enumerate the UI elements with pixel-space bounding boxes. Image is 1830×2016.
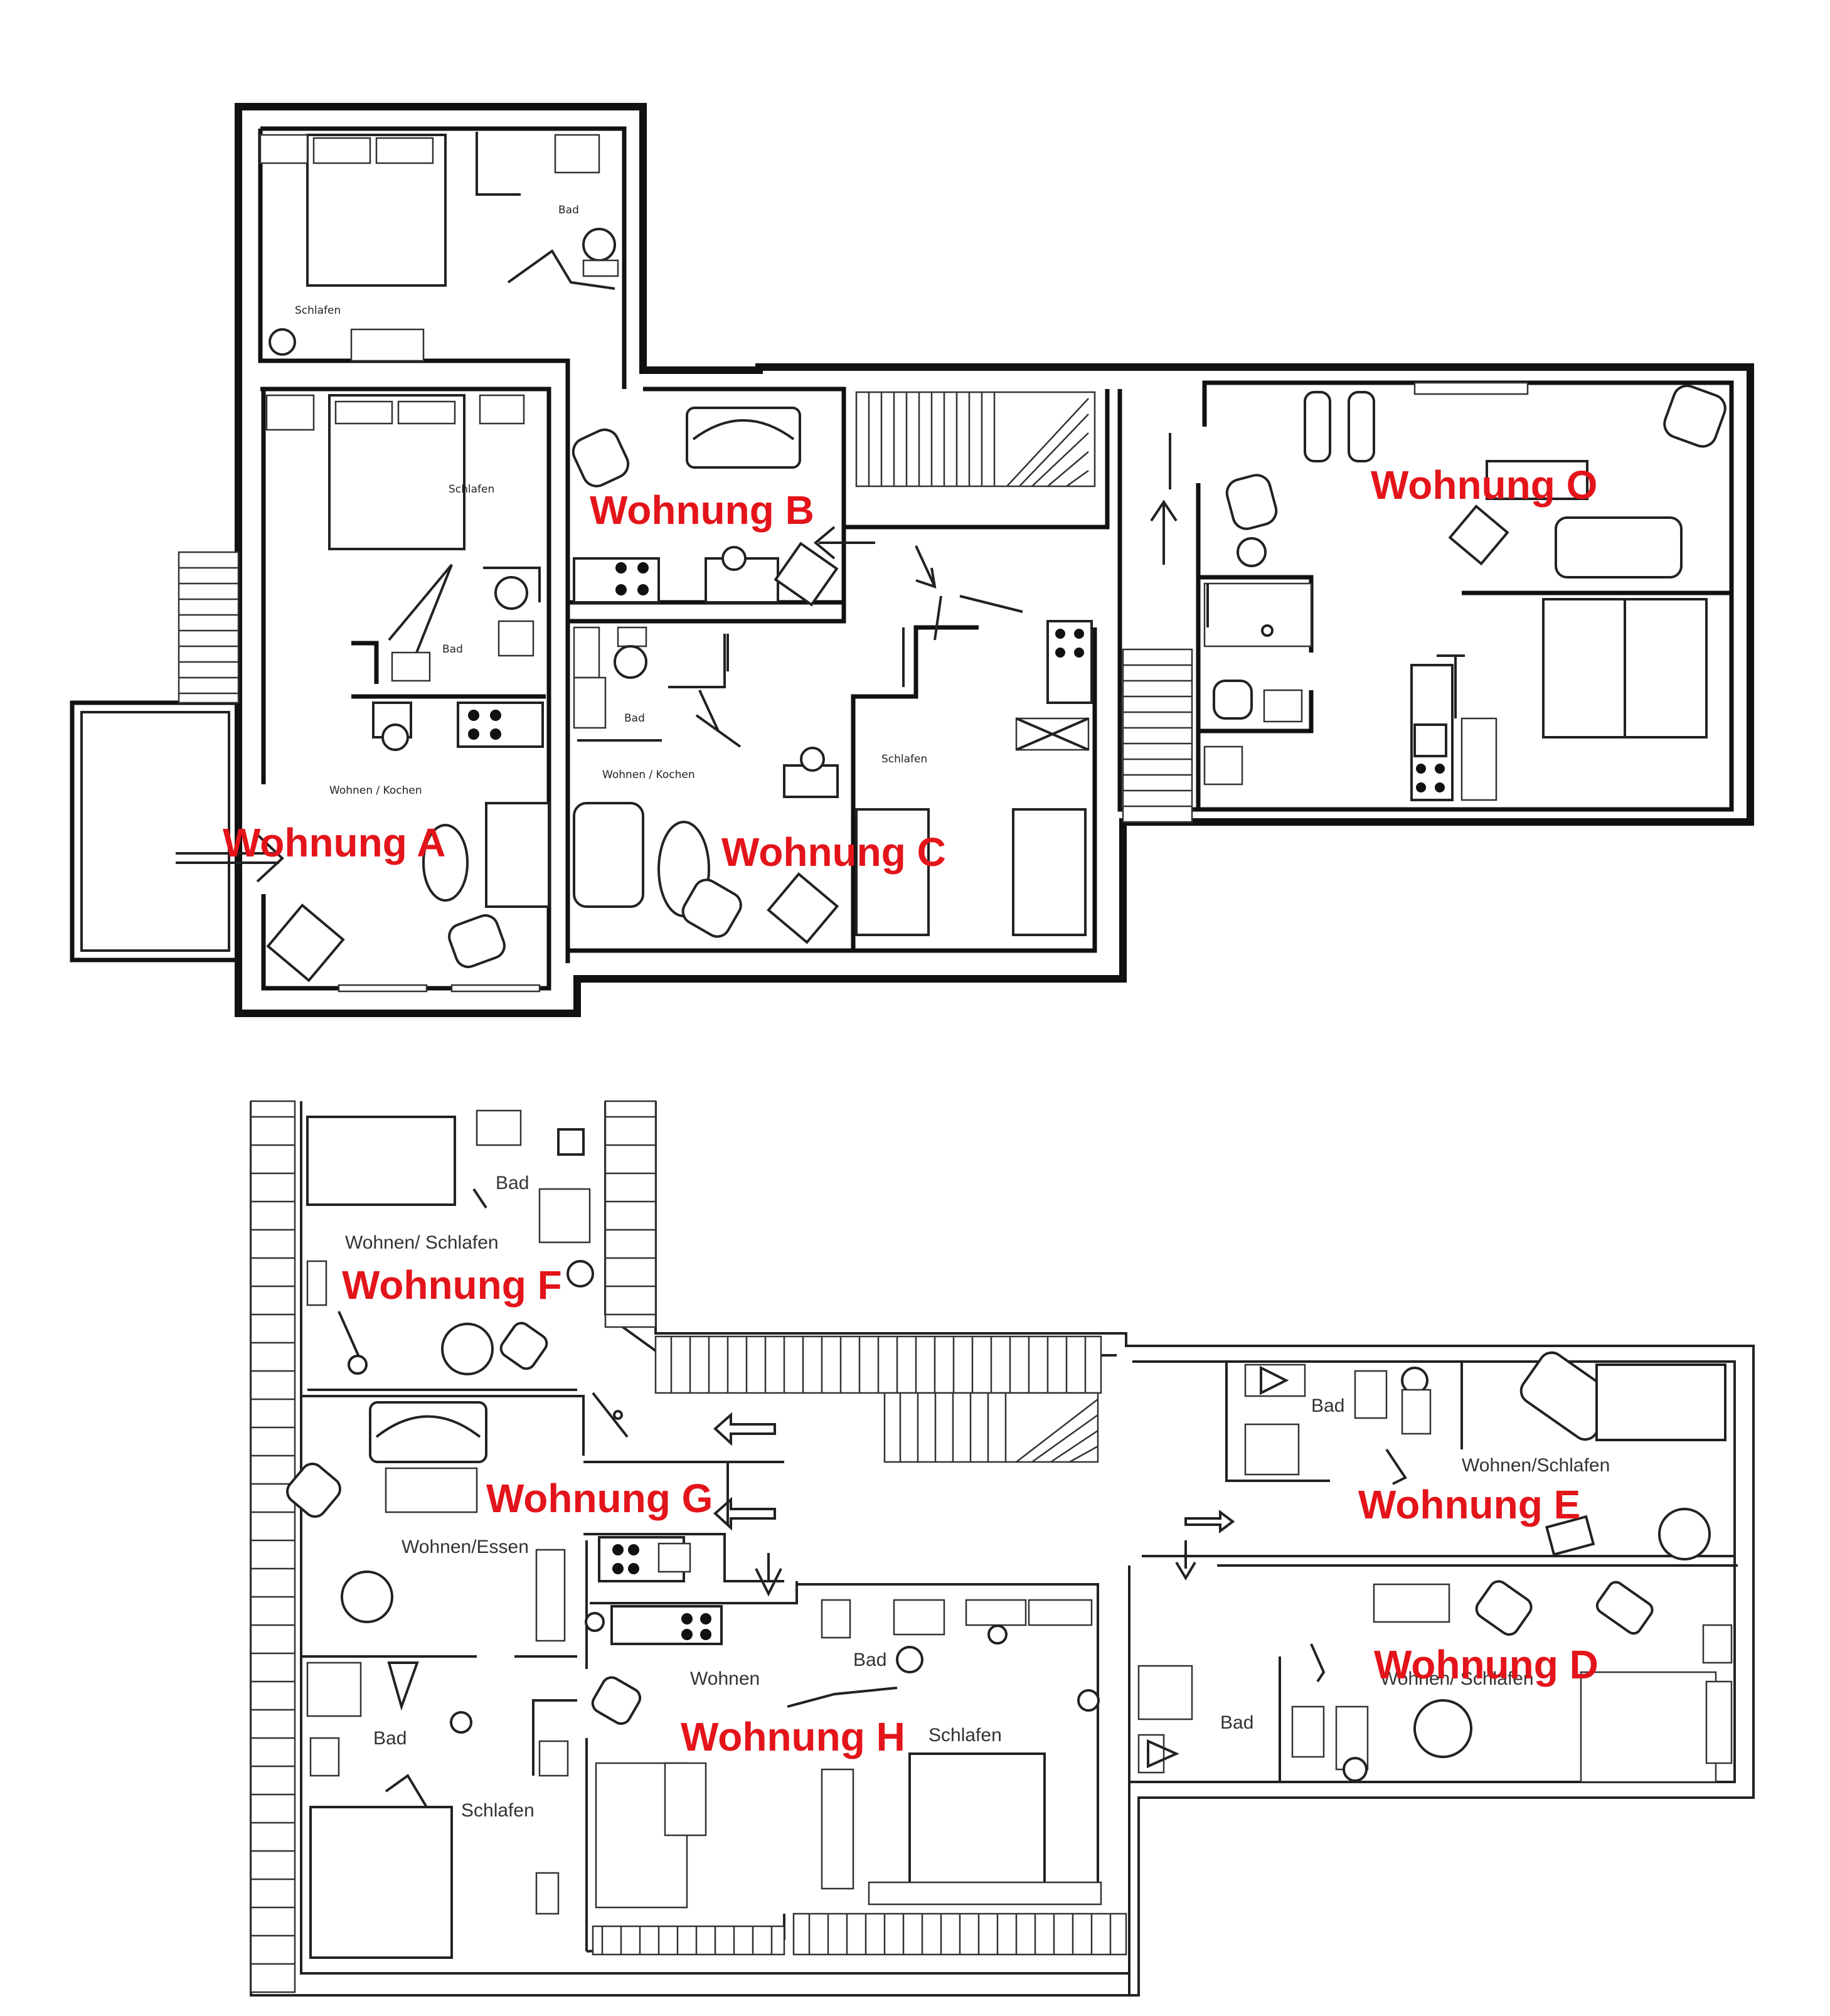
apartment-label-f: Wohnung F <box>342 1262 562 1308</box>
lower-floor-plan: Bad Wohnen/ Schlafen Wohnen/Essen Bad Sc… <box>250 1100 1755 1997</box>
room-label-schlafen-h: Schlafen <box>928 1725 1002 1746</box>
sofa <box>686 407 801 469</box>
apartment-label-a: Wohnung A <box>223 820 445 865</box>
double-bed <box>908 1752 1046 1902</box>
apartment-label-h: Wohnung H <box>681 1714 905 1759</box>
room-label-bad-e: Bad <box>1311 1395 1344 1416</box>
double-bed <box>1595 1363 1726 1441</box>
apartment-label-e: Wohnung E <box>1358 1482 1580 1527</box>
room-label-schlafen-a: Schlafen <box>449 483 494 496</box>
room-label-wohnen-schlafen-e: Wohnen/Schlafen <box>1462 1455 1610 1476</box>
room-label-wohnen-essen-g: Wohnen/Essen <box>402 1537 529 1557</box>
sofa <box>369 1401 487 1463</box>
room-label-wohnen-schlafen-f: Wohnen/ Schlafen <box>345 1232 499 1253</box>
room-label-bad-f: Bad <box>496 1173 529 1193</box>
room-label-wohnen-kochen-a: Wohnen / Kochen <box>329 784 422 797</box>
room-label-bad-top: Bad <box>558 204 579 216</box>
room-label-bad-d: Bad <box>1220 1712 1253 1733</box>
roof-structure-left <box>250 1100 657 1993</box>
apartment-label-b: Wohnung B <box>590 488 814 533</box>
sofa <box>573 802 644 908</box>
stairs-left <box>178 551 240 704</box>
single-bed <box>855 808 930 936</box>
toilet <box>582 228 616 262</box>
room-label-bad-b: Bad <box>624 712 645 725</box>
stairs-center <box>855 391 1096 488</box>
sofa <box>1555 516 1683 579</box>
room-label-wohnen-h: Wohnen <box>690 1668 760 1689</box>
apartment-label-o: Wohnung O <box>1371 462 1597 508</box>
single-bed <box>1542 598 1626 739</box>
single-bed <box>1012 808 1087 936</box>
sofa <box>485 802 550 908</box>
single-bed <box>1624 598 1708 739</box>
stairs-right <box>1122 648 1193 823</box>
room-label-bad-h: Bad <box>853 1650 886 1670</box>
upper-floor-plan: Schlafen Bad Schlafen Bad Wohnen / Koche… <box>70 103 1754 1017</box>
double-bed <box>309 1806 453 1959</box>
apartment-label-c: Wohnung C <box>721 829 946 875</box>
balcony-railing <box>592 1912 1127 1956</box>
room-label-schlafen-c: Schlafen <box>881 753 927 765</box>
room-label-schlafen-top: Schlafen <box>295 304 341 317</box>
room-label-schlafen-g: Schlafen <box>461 1800 535 1821</box>
stairs-lower <box>654 1335 1102 1463</box>
room-label-bad-a: Bad <box>442 643 463 656</box>
room-label-wohnen-schlafen-d: Wohnen/ Schlafen <box>1380 1668 1534 1689</box>
double-bed <box>306 1116 456 1206</box>
apartment-label-d: Wohnung D <box>1374 1642 1599 1687</box>
apartment-label-g: Wohnung G <box>486 1476 713 1521</box>
room-label-bad-g: Bad <box>373 1728 407 1749</box>
room-label-wohnen-kochen-b: Wohnen / Kochen <box>602 769 695 781</box>
